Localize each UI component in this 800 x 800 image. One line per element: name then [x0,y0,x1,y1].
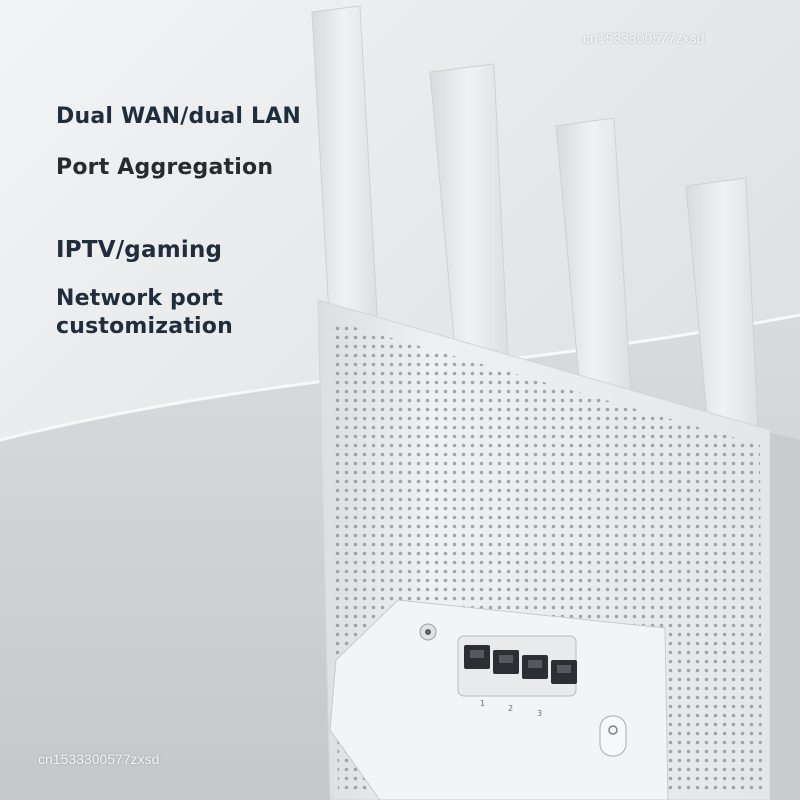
rear-panel [329,599,669,800]
antennas [311,5,761,473]
power-button-icon [599,715,627,757]
feature-port-aggregation: Port Aggregation [56,155,274,180]
feature-iptv-gaming: IPTV/gaming [56,237,223,263]
feature-network-port-customization: Network port customization [56,286,233,339]
ethernet-port-icon [551,660,577,684]
ethernet-ports: 1 2 3 [457,635,577,718]
watermark-bottom: cn1533300577zxsd [38,751,160,767]
watermark-top: cn1533300577zxsd [583,30,705,46]
feature-dual-wan-lan: Dual WAN/dual LAN [56,104,302,129]
ethernet-port-icon [493,650,519,674]
port-number-2: 2 [508,704,513,713]
ethernet-port-icon [522,655,548,679]
port-number-1: 1 [480,699,485,708]
port-number-3: 3 [537,709,542,718]
ethernet-port-icon [464,645,490,669]
